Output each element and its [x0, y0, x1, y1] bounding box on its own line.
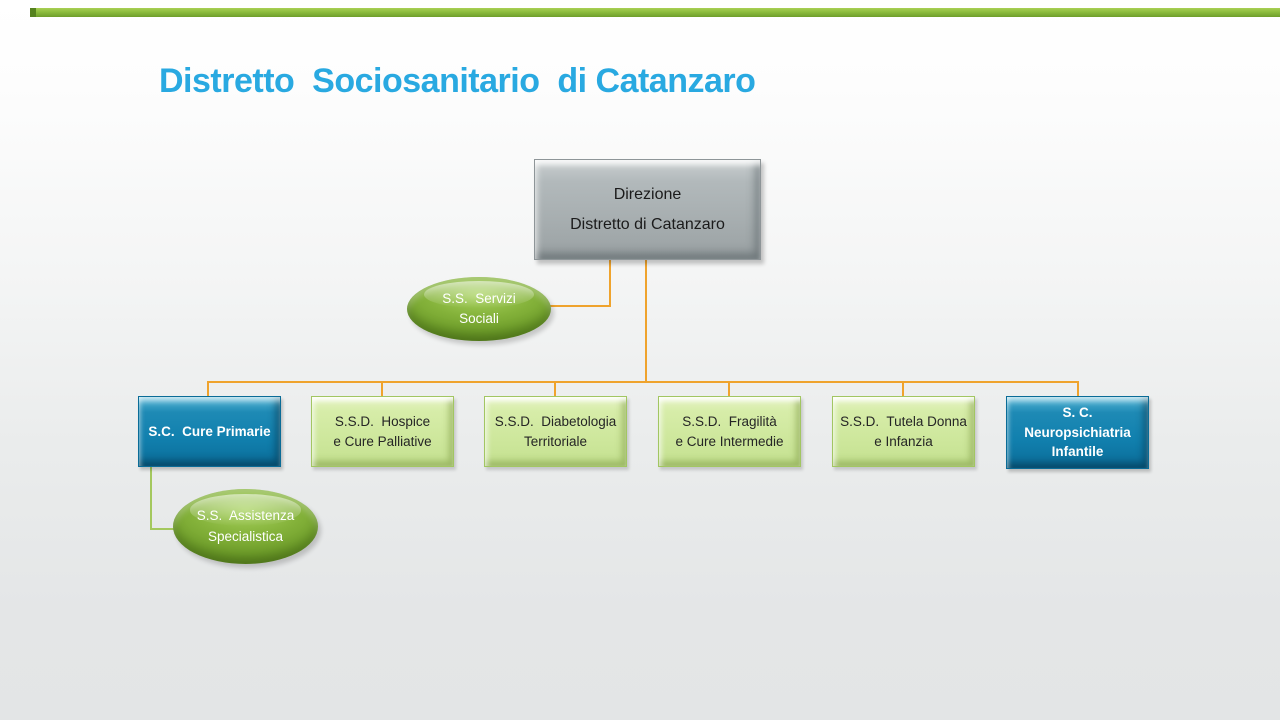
connector-assistenza-vertical [150, 467, 152, 530]
org-box-neuropsichiatria: S. C. Neuropsichiatria Infantile [1006, 396, 1149, 469]
org-box-diabetologia: S.S.D. Diabetologia Territoriale [484, 396, 627, 467]
org-box-label: S.S.D. Fragilità e Cure Intermedie [675, 413, 784, 449]
org-ellipse-assistenza-specialistica: S.S. Assistenza Specialistica [173, 489, 318, 564]
connector-root-stem [645, 260, 647, 382]
connector-servizi-vertical [609, 260, 611, 307]
connector-drop-5 [902, 381, 904, 397]
org-box-label: S.C. Cure Primarie [148, 423, 271, 439]
top-accent-bar [30, 8, 1280, 17]
org-box-label: S.S.D. Tutela Donna e Infanzia [840, 413, 967, 449]
org-box-label: S.S.D. Hospice e Cure Palliative [333, 413, 432, 449]
org-box-label: S. C. Neuropsichiatria Infantile [1024, 405, 1131, 460]
connector-rail [207, 381, 1079, 383]
connector-servizi-horizontal [549, 305, 611, 307]
connector-assistenza-horizontal [150, 528, 178, 530]
org-ellipse-label: S.S. Servizi Sociali [442, 290, 516, 326]
page-title: Distretto Sociosanitario di Catanzaro [159, 62, 756, 100]
connector-drop-2 [381, 381, 383, 397]
org-box-label: Direzione Distretto di Catanzaro [570, 185, 725, 233]
org-box-fragilita: S.S.D. Fragilità e Cure Intermedie [658, 396, 801, 467]
org-ellipse-label: S.S. Assistenza Specialistica [196, 508, 295, 544]
org-box-label: S.S.D. Diabetologia Territoriale [494, 413, 617, 449]
connector-drop-1 [207, 381, 209, 397]
org-box-hospice: S.S.D. Hospice e Cure Palliative [311, 396, 454, 467]
org-box-cure-primarie: S.C. Cure Primarie [138, 396, 281, 467]
connector-drop-3 [554, 381, 556, 397]
connector-drop-6 [1077, 381, 1079, 397]
org-box-tutela-donna: S.S.D. Tutela Donna e Infanzia [832, 396, 975, 467]
org-ellipse-servizi-sociali: S.S. Servizi Sociali [407, 277, 551, 341]
org-box-direzione: Direzione Distretto di Catanzaro [534, 159, 761, 260]
connector-drop-4 [728, 381, 730, 397]
